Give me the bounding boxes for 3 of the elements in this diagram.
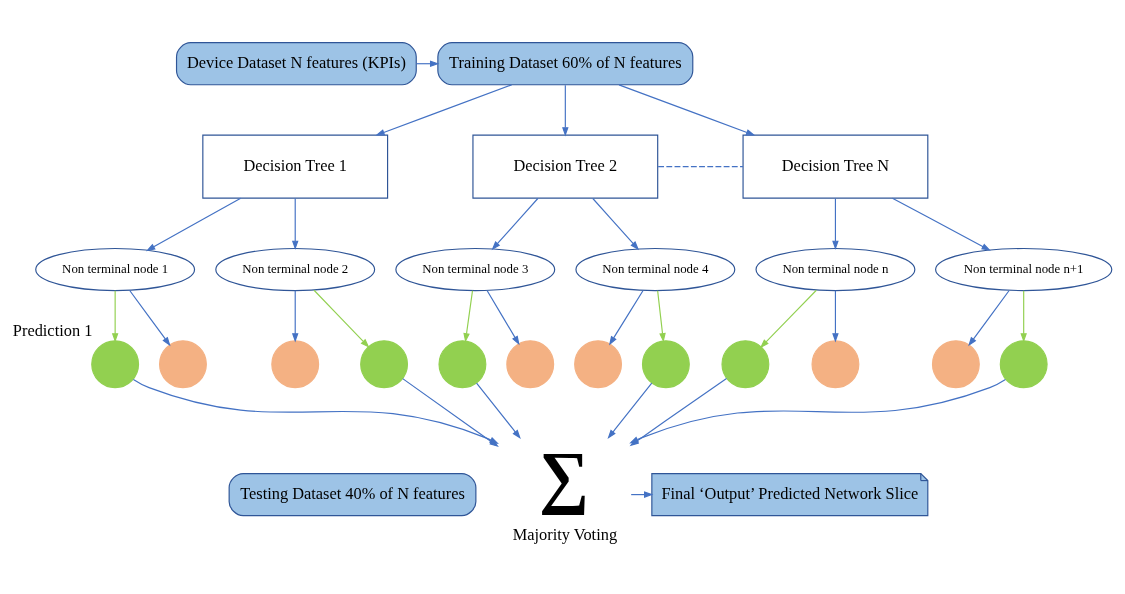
- node-label: Prediction 1: [12, 321, 93, 341]
- node-text: ∑: [539, 437, 590, 516]
- node-label: Majority Voting: [512, 525, 618, 545]
